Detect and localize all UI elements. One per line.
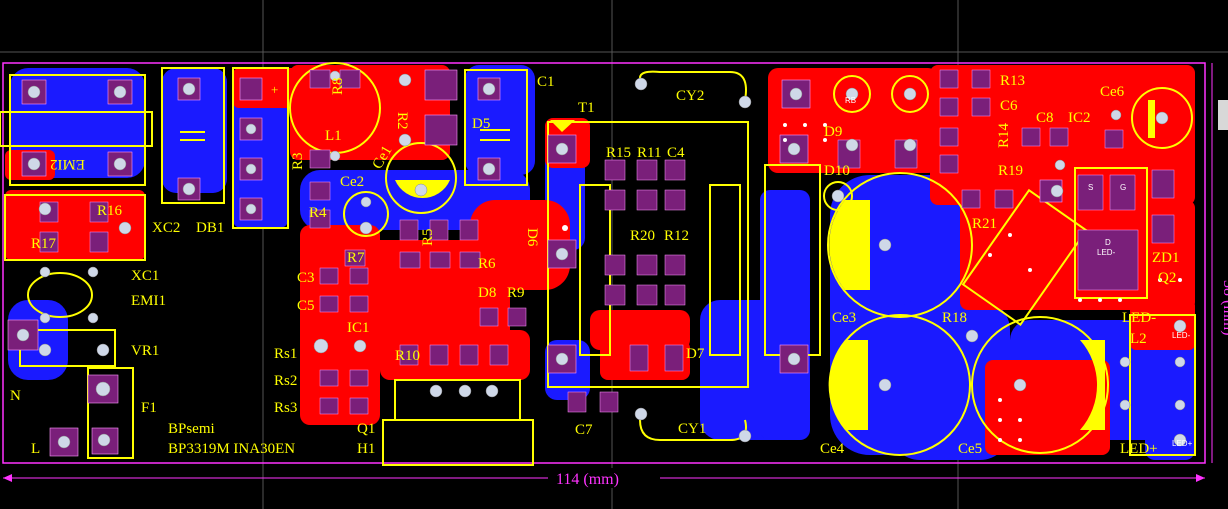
label-r17: R17 [31, 236, 57, 252]
dimension-right: 38 (mm) [1211, 63, 1228, 463]
label-d9: D9 [824, 124, 842, 140]
label-l2: L2 [1130, 331, 1147, 347]
label-c8: C8 [1036, 110, 1054, 126]
label-r2: R2 [394, 112, 410, 130]
label-r13: R13 [1000, 73, 1025, 89]
label-r3: R3 [290, 152, 306, 170]
label-q2: Q2 [1158, 270, 1176, 286]
label-company: BPsemi [168, 421, 215, 437]
label-led-plus: LED+ [1120, 441, 1158, 457]
label-r19: R19 [998, 163, 1023, 179]
label-d8: D8 [478, 285, 496, 301]
label-rs1: Rs1 [274, 346, 297, 362]
pad-d: D [1105, 238, 1111, 247]
label-emi2: EMI2 [50, 156, 85, 172]
label-rs3: Rs3 [274, 400, 297, 416]
label-r6: R6 [478, 256, 496, 272]
pad-annotations: LED- D G S RB LED- LED+ + [271, 82, 1193, 448]
pad-led-neg: LED- [1097, 248, 1116, 257]
vias [562, 123, 1182, 442]
label-r8: R8 [330, 77, 346, 95]
label-ce4: Ce4 [820, 441, 845, 457]
label-vr1: VR1 [131, 343, 159, 359]
label-d6: D6 [524, 228, 540, 247]
label-xc2: XC2 [152, 220, 180, 236]
silkscreen-labels: EMI2 XC2 DB1 R8 L1 R3 R4 R2 Ce1 Ce2 D5 C… [10, 73, 1180, 457]
label-r4: R4 [309, 205, 327, 221]
label-r7: R7 [347, 250, 365, 266]
label-r14: R14 [996, 122, 1012, 148]
label-cy2: CY2 [676, 88, 704, 104]
label-h1: H1 [357, 441, 375, 457]
dimension-bottom-text: 114 (mm) [556, 471, 619, 488]
label-f1: F1 [141, 400, 157, 416]
label-part-number: BP3319M INA30EN [168, 441, 295, 457]
label-c7: C7 [575, 422, 593, 438]
label-c1: C1 [537, 74, 555, 90]
pad-led-pos: LED+ [1172, 439, 1193, 448]
label-emi1: EMI1 [131, 293, 166, 309]
pad-s: S [1088, 183, 1093, 192]
label-ce6: Ce6 [1100, 84, 1125, 100]
dimension-right-text: 38 (mm) [1220, 280, 1228, 336]
label-c6: C6 [1000, 98, 1018, 114]
label-t1: T1 [578, 100, 595, 116]
label-cy1: CY1 [678, 421, 706, 437]
label-ce2: Ce2 [340, 174, 364, 190]
pad-plus: + [271, 82, 278, 97]
pad-rb: RB [845, 96, 856, 105]
label-r11: R11 [637, 145, 661, 161]
label-r15: R15 [606, 145, 631, 161]
label-c4: C4 [667, 145, 685, 161]
label-l: L [31, 441, 40, 457]
through-hole-pads [7, 69, 1187, 457]
pad-g: G [1120, 183, 1126, 192]
smd-pads [39, 69, 1175, 415]
label-r5: R5 [420, 228, 436, 246]
label-d5: D5 [472, 116, 490, 132]
label-ic1: IC1 [347, 320, 370, 336]
label-n: N [10, 388, 21, 404]
label-r9: R9 [507, 285, 525, 301]
scrollbar-thumb[interactable] [1218, 100, 1228, 130]
label-c3: C3 [297, 270, 315, 286]
capacitor-polarity-marks [395, 100, 1155, 430]
label-q1: Q1 [357, 421, 375, 437]
label-r18: R18 [942, 310, 967, 326]
label-ic2: IC2 [1068, 110, 1091, 126]
label-r16: R16 [97, 203, 123, 219]
label-r12: R12 [664, 228, 689, 244]
label-db1: DB1 [196, 220, 224, 236]
label-d10: D10 [824, 163, 850, 179]
board-outline [2, 62, 1206, 464]
label-ce3: Ce3 [832, 310, 856, 326]
label-r20: R20 [630, 228, 655, 244]
label-rs2: Rs2 [274, 373, 297, 389]
label-xc1: XC1 [131, 268, 159, 284]
label-ce5: Ce5 [958, 441, 982, 457]
label-led-minus: LED- [1122, 310, 1156, 326]
label-r21: R21 [972, 216, 997, 232]
label-r10: R10 [395, 348, 420, 364]
label-l1: L1 [325, 128, 342, 144]
label-zd1: ZD1 [1152, 250, 1180, 266]
pad-led-neg-2: LED- [1172, 331, 1191, 340]
dimension-bottom: 114 (mm) [3, 468, 1205, 488]
label-d7: D7 [686, 346, 705, 362]
label-c5: C5 [297, 298, 315, 314]
